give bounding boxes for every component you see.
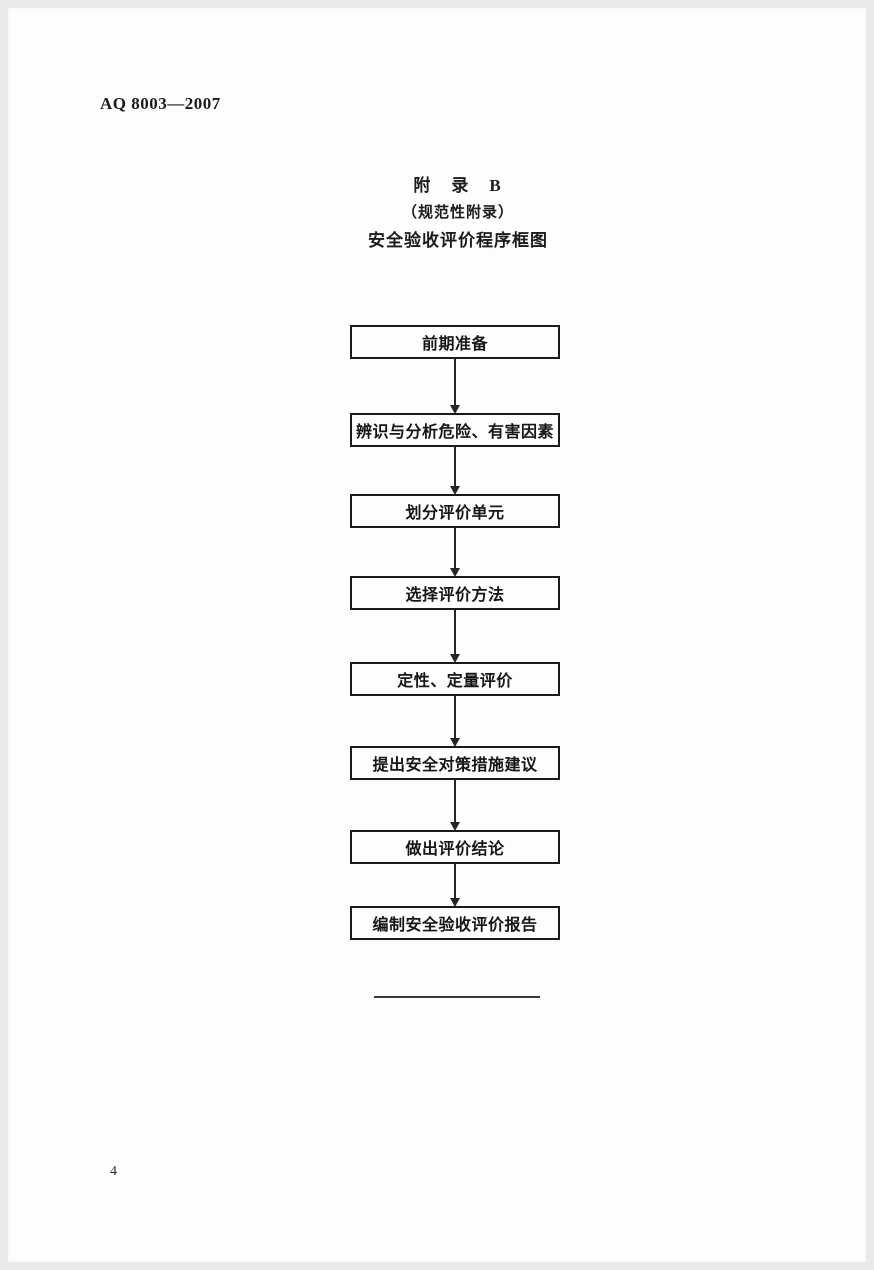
flow-step-label: 编制安全验收评价报告 bbox=[372, 917, 538, 934]
arrow-down-icon bbox=[450, 780, 460, 831]
flow-step-countermeasures: 提出安全对策措施建议 bbox=[350, 746, 560, 780]
flowchart-title: 安全验收评价程序框图 bbox=[368, 231, 548, 250]
flow-step-compile-report: 编制安全验收评价报告 bbox=[350, 906, 560, 940]
flow-step-label: 辨识与分析危险、有害因素 bbox=[355, 424, 554, 441]
flow-step-select-method: 选择评价方法 bbox=[350, 576, 560, 610]
flow-step-conclusion: 做出评价结论 bbox=[350, 830, 560, 864]
flow-step-preparation: 前期准备 bbox=[350, 325, 560, 359]
arrow-down-icon bbox=[450, 528, 460, 577]
arrow-down-icon bbox=[450, 696, 460, 747]
flow-step-label: 前期准备 bbox=[421, 336, 488, 353]
flow-step-identify-hazards: 辨识与分析危险、有害因素 bbox=[350, 413, 560, 447]
flow-step-label: 做出评价结论 bbox=[405, 841, 505, 858]
appendix-title-block: 附 录 B （规范性附录） 安全验收评价程序框图 bbox=[306, 171, 610, 251]
arrow-down-icon bbox=[450, 864, 460, 907]
appendix-heading: 附 录 B bbox=[413, 176, 503, 195]
document-page: AQ 8003—2007 附 录 B （规范性附录） 安全验收评价程序框图 前期… bbox=[8, 8, 866, 1262]
flow-step-label: 提出安全对策措施建议 bbox=[372, 757, 538, 774]
arrow-down-icon bbox=[450, 359, 460, 414]
arrow-down-icon bbox=[450, 610, 460, 663]
flow-step-label: 选择评价方法 bbox=[405, 587, 505, 604]
flow-step-label: 划分评价单元 bbox=[405, 505, 505, 522]
flow-step-divide-units: 划分评价单元 bbox=[350, 494, 560, 528]
appendix-type-label: （规范性附录） bbox=[401, 204, 514, 221]
standard-number: AQ 8003—2007 bbox=[100, 94, 221, 113]
arrow-down-icon bbox=[450, 447, 460, 495]
page-number: 4 bbox=[110, 1164, 117, 1179]
flow-step-qualitative-quantitative: 定性、定量评价 bbox=[350, 662, 560, 696]
end-of-document-rule bbox=[374, 996, 540, 998]
flow-step-label: 定性、定量评价 bbox=[397, 673, 513, 690]
